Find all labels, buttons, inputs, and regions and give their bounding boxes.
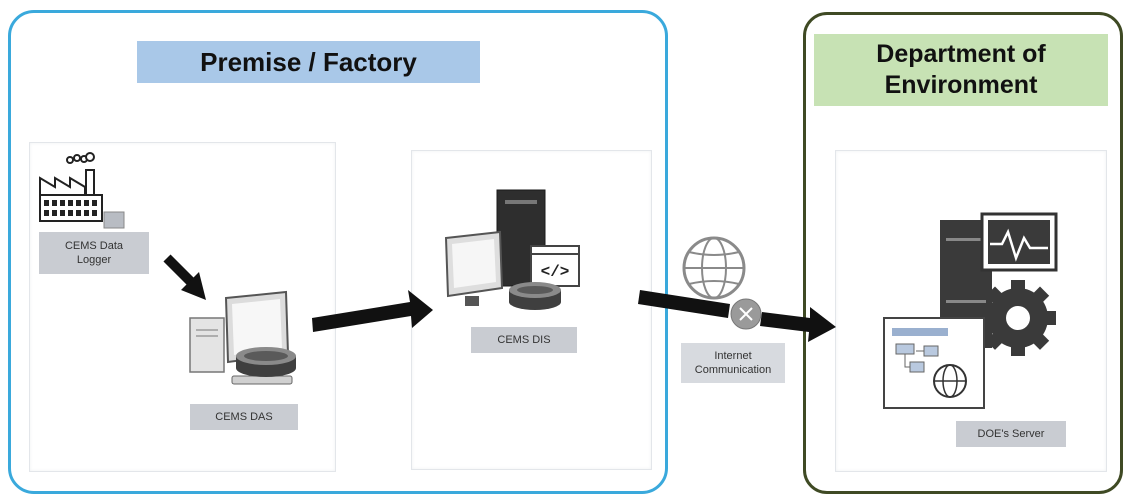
arrow-dis-to-internet <box>638 290 730 318</box>
internet-label: Internet Communication <box>681 343 785 383</box>
doe-server-label: DOE's Server <box>956 421 1066 447</box>
dis-label: CEMS DIS <box>471 327 577 353</box>
arrow-internet-to-doe <box>760 307 836 342</box>
server-code-icon: </> <box>444 189 580 310</box>
premise-title: Premise / Factory <box>137 41 480 83</box>
das-label: CEMS DAS <box>190 404 298 430</box>
globe-network-icon <box>682 236 762 330</box>
desktop-computer-icon <box>189 290 296 385</box>
arrow-logger-to-das <box>163 254 206 300</box>
server-gear-icon <box>883 212 1058 409</box>
arrow-das-to-dis <box>312 290 433 332</box>
svg-text:</>: </> <box>541 263 570 281</box>
logger-label: CEMS Data Logger <box>39 232 149 274</box>
doe-title: Department of Environment <box>814 34 1108 106</box>
factory-icon <box>39 152 125 229</box>
